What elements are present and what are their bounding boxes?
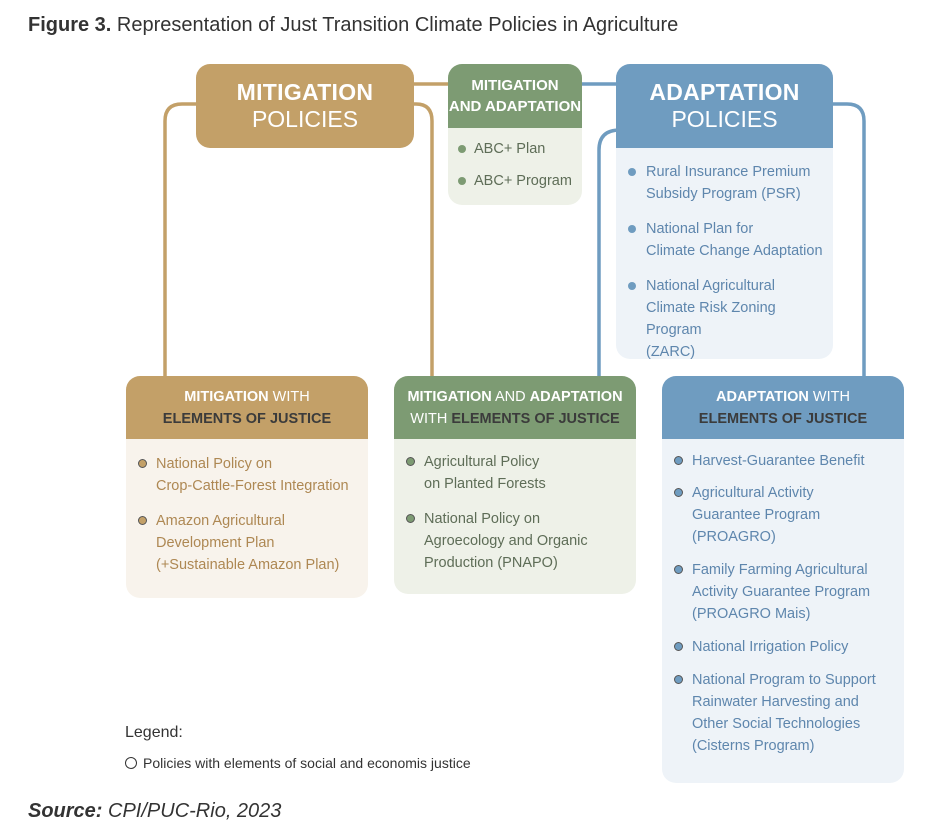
mitigation-and-adaptation-list: ABC+ Plan ABC+ Program <box>448 138 582 192</box>
mitigation-justice-h1a: MITIGATION <box>184 388 269 405</box>
justice-bullet-icon <box>674 488 683 497</box>
mit-adapt-justice-box: MITIGATION AND ADAPTATION WITH ELEMENTS … <box>394 376 636 594</box>
legend-item: Policies with elements of social and eco… <box>125 755 471 771</box>
justice-bullet-icon <box>138 516 147 525</box>
mit-adapt-justice-h2a: WITH <box>410 410 452 427</box>
justice-bullet-icon <box>406 514 415 523</box>
source: Source: CPI/PUC-Rio, 2023 <box>28 800 281 823</box>
mitigation-policies-box: MITIGATION POLICIES <box>196 64 414 148</box>
adaptation-policies-line1: ADAPTATION <box>649 79 800 105</box>
mitigation-justice-box: MITIGATION WITH ELEMENTS OF JUSTICE Nati… <box>126 376 368 598</box>
mitigation-and-adaptation-line1: MITIGATION <box>471 77 559 94</box>
list-item: ABC+ Program <box>448 170 582 192</box>
adaptation-justice-h1a: ADAPTATION <box>716 388 809 405</box>
justice-bullet-icon <box>138 459 147 468</box>
legend-circle-icon <box>125 757 137 769</box>
bullet-icon <box>628 168 636 176</box>
connector-mitigation-right <box>410 102 434 380</box>
mit-adapt-justice-h1b: AND <box>491 388 530 405</box>
justice-bullet-icon <box>674 565 683 574</box>
adaptation-justice-box: ADAPTATION WITH ELEMENTS OF JUSTICE Harv… <box>662 376 904 783</box>
justice-bullet-icon <box>674 642 683 651</box>
list-item: National Irrigation Policy <box>662 636 904 658</box>
adaptation-policies-box: ADAPTATION POLICIES Rural Insurance Prem… <box>616 64 833 359</box>
connector-adaptation-right <box>830 102 866 380</box>
mitigation-policies-line2: POLICIES <box>251 106 359 132</box>
mitigation-justice-h2: ELEMENTS OF JUSTICE <box>162 410 332 427</box>
justice-bullet-icon <box>674 675 683 684</box>
bullet-icon <box>458 145 466 153</box>
bullet-icon <box>458 177 466 185</box>
adaptation-justice-h2: ELEMENTS OF JUSTICE <box>698 410 868 427</box>
adaptation-justice-h1b: WITH <box>808 388 850 405</box>
justice-bullet-icon <box>674 456 683 465</box>
mit-adapt-justice-h2b: ELEMENTS OF JUSTICE <box>451 410 620 427</box>
adaptation-justice-list: Harvest-Guarantee Benefit Agricultural A… <box>662 450 904 757</box>
figure-title: Figure 3. Representation of Just Transit… <box>28 14 678 37</box>
list-item-text: ABC+ Program <box>474 173 572 189</box>
justice-bullet-icon <box>406 457 415 466</box>
figure-title-text: Representation of Just Transition Climat… <box>116 14 679 36</box>
source-text: CPI/PUC-Rio, 2023 <box>102 800 282 822</box>
adaptation-policies-line2: POLICIES <box>671 106 778 132</box>
list-item: ABC+ Plan <box>448 138 582 160</box>
list-item-text: ABC+ Plan <box>474 141 546 157</box>
mitigation-justice-h1b: WITH <box>268 388 310 405</box>
connector-mitigation-left <box>163 102 200 380</box>
source-label: Source: <box>28 800 103 822</box>
figure-label: Figure 3. <box>28 14 112 36</box>
bullet-icon <box>628 225 636 233</box>
mitigation-and-adaptation-box: MITIGATION AND ADAPTATION ABC+ Plan ABC+… <box>448 64 582 205</box>
mitigation-and-adaptation-line2: AND ADAPTATION <box>448 98 582 115</box>
legend-title: Legend: <box>125 724 183 741</box>
mitigation-policies-line1: MITIGATION <box>236 79 374 105</box>
connector-adaptation-left <box>597 128 621 380</box>
list-item: Harvest-Guarantee Benefit <box>662 450 904 472</box>
mit-adapt-justice-h1c: ADAPTATION <box>529 388 623 405</box>
bullet-icon <box>628 282 636 290</box>
mit-adapt-justice-h1a: MITIGATION <box>407 388 492 405</box>
legend-item-text: Policies with elements of social and eco… <box>143 755 471 771</box>
